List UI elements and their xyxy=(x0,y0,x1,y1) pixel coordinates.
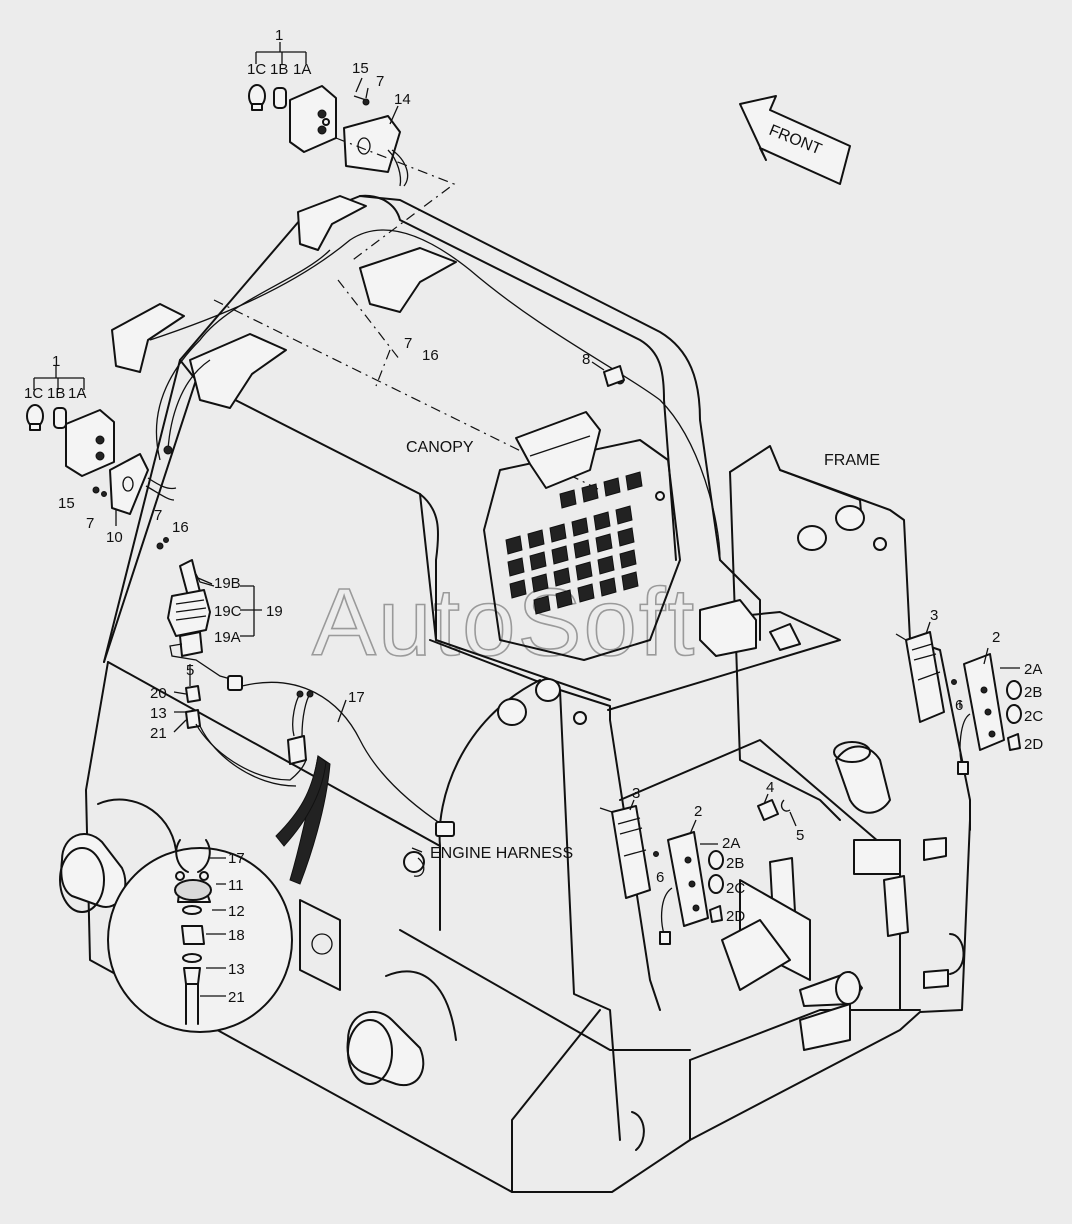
callout-detail-12: 12 xyxy=(228,903,245,920)
top-lamp-housing-icon xyxy=(289,85,337,153)
callout-labels: 1 1C 1B 1A 15 7 14 7 16 8 1 1C 1B 1A 15 … xyxy=(24,27,1043,1006)
relay-8-icon xyxy=(603,365,625,387)
canopy xyxy=(103,194,721,701)
callout-right-2c: 2C xyxy=(1024,708,1043,725)
callout-20: 20 xyxy=(150,685,167,702)
callout-left-lamp-group: 1 xyxy=(52,353,60,370)
callout-center-2: 2 xyxy=(694,803,702,820)
callout-left-1b: 1B xyxy=(47,385,65,402)
callout-19: 19 xyxy=(266,603,283,620)
callout-left-15: 15 xyxy=(58,495,75,512)
callout-19b: 19B xyxy=(214,575,241,592)
callout-mid-16: 16 xyxy=(422,347,439,364)
callout-top-lamp-group: 1 xyxy=(275,27,283,44)
top-bracket-14-icon xyxy=(343,115,401,173)
flasher-4-icon xyxy=(757,799,779,821)
callout-right-6: 6 xyxy=(955,697,963,714)
left-work-lamp-assembly xyxy=(26,366,177,550)
callout-top-15: 15 xyxy=(352,60,369,77)
callout-left-7: 7 xyxy=(86,515,94,532)
callout-detail-17: 17 xyxy=(228,850,245,867)
center-lamp-body-icon xyxy=(667,831,709,927)
callout-19a: 19A xyxy=(214,629,241,646)
callout-center-6: 6 xyxy=(656,869,664,886)
callout-detail-18: 18 xyxy=(228,927,245,944)
pressure-switch-assembly xyxy=(167,559,455,837)
callout-top-14: 14 xyxy=(394,91,411,108)
left-bulb-1b-icon xyxy=(53,407,67,429)
front-direction-arrow: FRONT xyxy=(739,95,851,185)
callout-relay-8: 8 xyxy=(582,351,590,368)
callout-center-2a: 2A xyxy=(722,835,740,852)
callout-left-1a: 1A xyxy=(68,385,86,402)
callout-center-2c: 2C xyxy=(726,880,745,897)
center-lens-icon xyxy=(611,805,651,899)
callout-left-16: 16 xyxy=(172,519,189,536)
callout-5: 5 xyxy=(186,662,194,679)
callout-17: 17 xyxy=(348,689,365,706)
callout-right-2d: 2D xyxy=(1024,736,1043,753)
callout-right-2a: 2A xyxy=(1024,661,1042,678)
switch-body-icon xyxy=(167,589,211,637)
left-bracket-10-icon xyxy=(109,453,149,515)
callout-top-1c: 1C xyxy=(247,61,266,78)
callout-mid-7: 7 xyxy=(404,335,412,352)
callout-center-3: 3 xyxy=(632,785,640,802)
callout-top-1a: 1A xyxy=(293,61,311,78)
callout-left-10: 10 xyxy=(106,529,123,546)
engine-harness-label: ENGINE HARNESS xyxy=(430,845,573,862)
callout-19c: 19C xyxy=(214,603,242,620)
callout-21: 21 xyxy=(150,725,167,742)
frame xyxy=(403,445,971,1141)
right-lamp-body-icon xyxy=(963,653,1005,751)
callout-right-2: 2 xyxy=(992,629,1000,646)
callout-top-7: 7 xyxy=(376,73,384,90)
top-bulb-1b-icon xyxy=(273,87,287,109)
right-marker-lamp-assembly xyxy=(895,631,1022,775)
callout-detail-21: 21 xyxy=(228,989,245,1006)
rear-screen-grid xyxy=(505,471,643,615)
callout-top-1b: 1B xyxy=(270,61,288,78)
frame-label: FRAME xyxy=(824,452,880,469)
center-marker-lamp-assembly xyxy=(599,805,724,945)
callout-center-2b: 2B xyxy=(726,855,744,872)
callout-flasher-4: 4 xyxy=(766,779,774,796)
callout-left-1c: 1C xyxy=(24,385,43,402)
fitting-detail-callout xyxy=(107,755,331,1033)
callout-detail-11: 11 xyxy=(228,877,244,894)
canopy-label: CANOPY xyxy=(406,439,474,456)
callout-right-2b: 2B xyxy=(1024,684,1042,701)
watermark-text: AutoSoft xyxy=(312,569,696,676)
callout-detail-13: 13 xyxy=(228,961,245,978)
callout-13: 13 xyxy=(150,705,167,722)
callout-right-3: 3 xyxy=(930,607,938,624)
callout-center-2d: 2D xyxy=(726,908,745,925)
callout-left-7b: 7 xyxy=(154,507,162,524)
flasher-relay-parts xyxy=(603,365,791,821)
left-lamp-housing-icon xyxy=(65,409,115,477)
top-work-lamp-assembly xyxy=(248,42,456,263)
callout-clip-5: 5 xyxy=(796,827,804,844)
leader-lines xyxy=(173,361,1020,997)
